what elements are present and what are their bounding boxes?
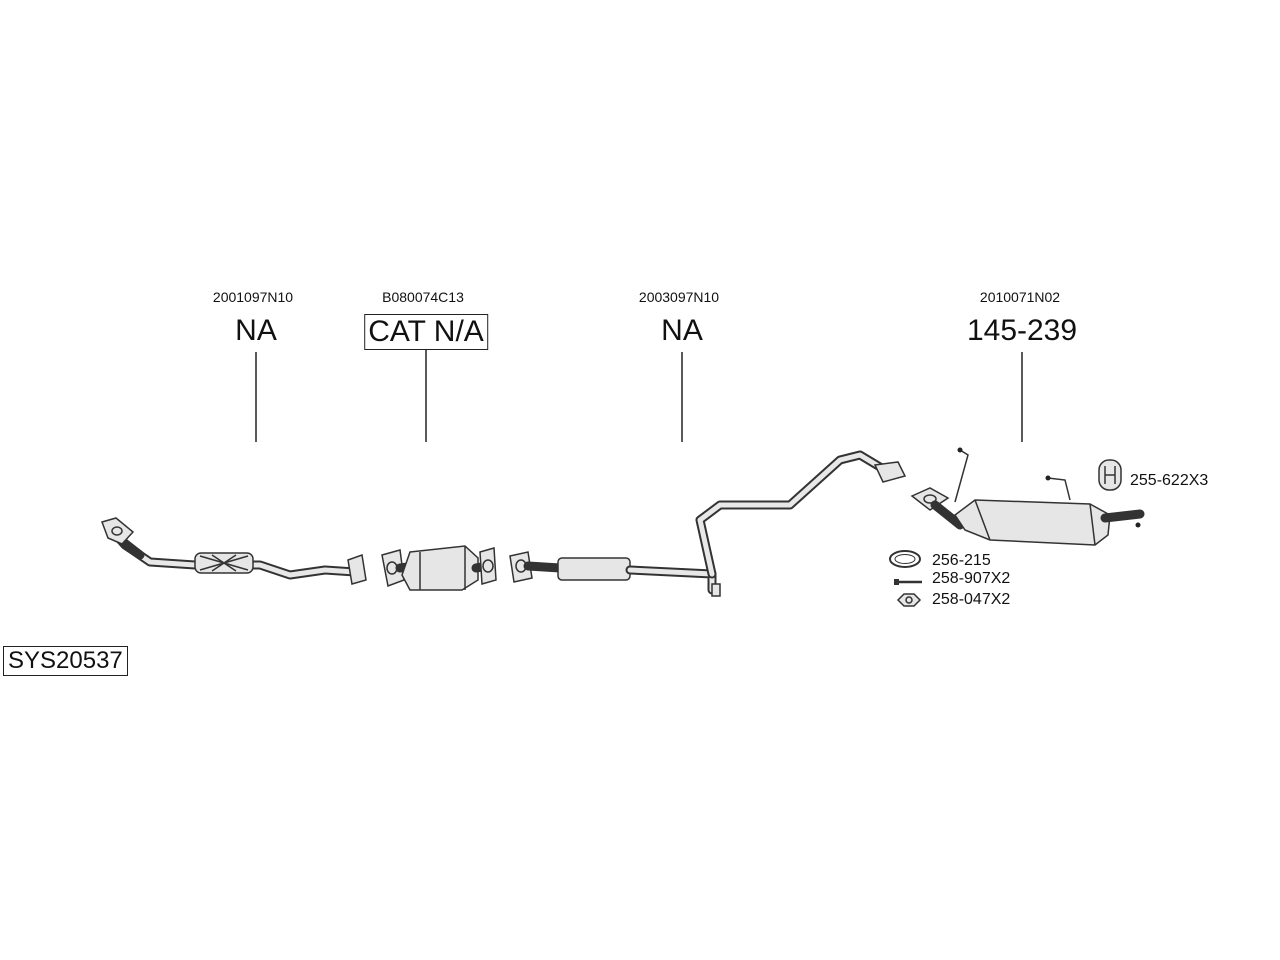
accessory-label-hanger: 255-622X3 <box>1130 472 1209 489</box>
bolt-icon <box>894 579 922 585</box>
part-code-front-pipe: 2001097N10 <box>212 289 294 305</box>
accessory-label-gasket: 256-215 <box>932 552 991 569</box>
front-pipe-icon <box>101 517 367 585</box>
accessory-label-nut: 258-047X2 <box>932 591 1011 608</box>
rear-muffler-icon <box>910 447 1145 546</box>
catalyst-icon <box>381 545 497 591</box>
system-code: SYS20537 <box>3 646 128 676</box>
part-code-center-pipe: 2003097N10 <box>638 289 720 305</box>
part-label-center-pipe: NA <box>661 314 703 347</box>
accessory-label-bolt: 258-907X2 <box>932 570 1011 587</box>
hanger-icon <box>1098 459 1122 491</box>
part-code-catalyst: B080074C13 <box>382 289 464 305</box>
part-label-front-pipe: NA <box>235 314 277 347</box>
part-label-rear-muffler: 145-239 <box>966 314 1078 347</box>
nut-icon <box>896 593 922 607</box>
part-code-rear-muffler: 2010071N02 <box>979 289 1061 305</box>
center-pipe-icon <box>509 450 907 597</box>
gasket-ring-icon <box>889 550 921 568</box>
part-label-catalyst: CAT N/A <box>364 314 488 350</box>
